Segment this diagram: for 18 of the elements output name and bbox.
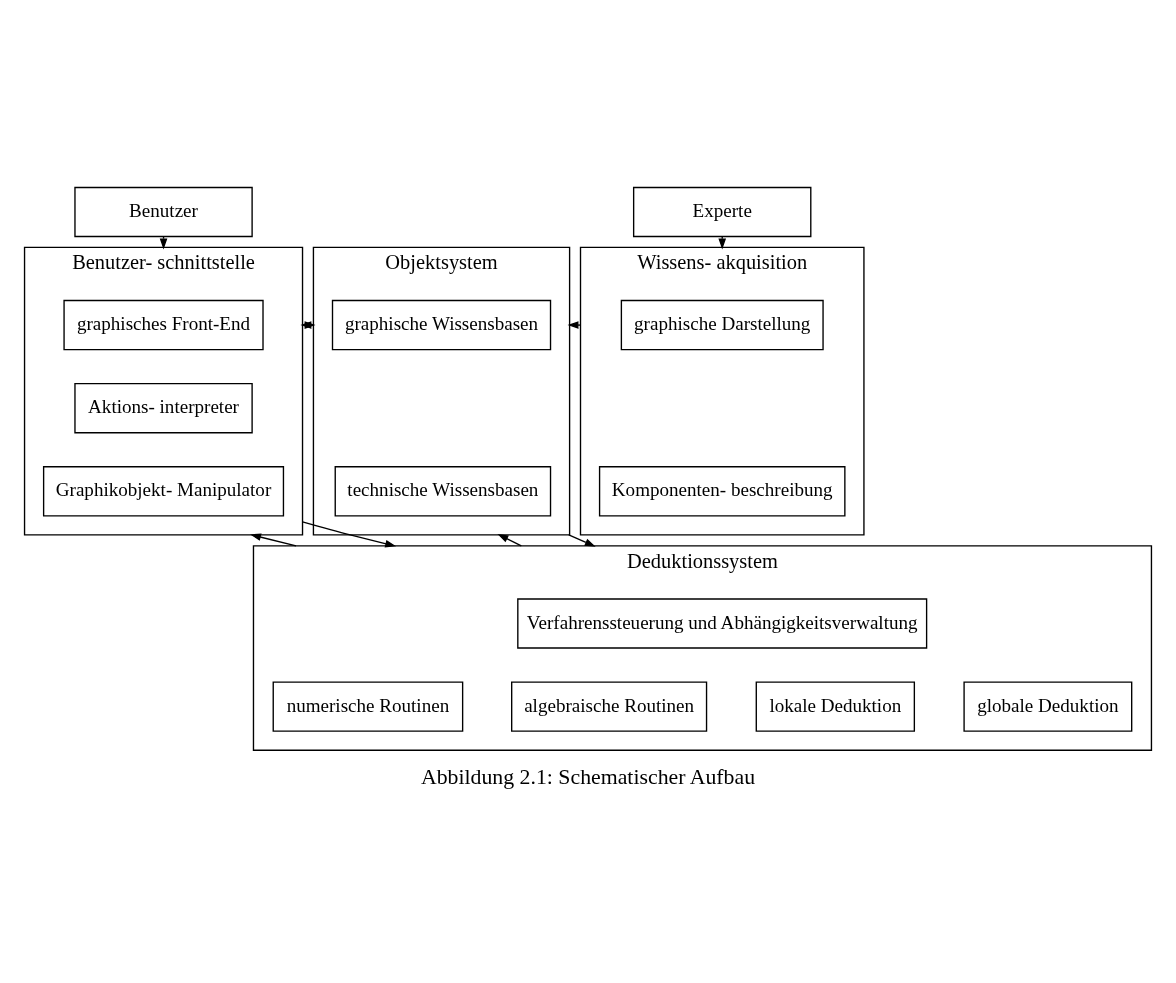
node-box: Komponenten- beschreibung — [598, 465, 846, 517]
arrow — [301, 520, 397, 547]
node-box: graphische Darstellung — [620, 299, 824, 350]
arrow — [567, 320, 582, 329]
node-box: Aktions- interpreter — [74, 382, 253, 433]
node-box: globale Deduktion — [963, 680, 1133, 732]
node-box: algebraische Routinen — [511, 680, 708, 732]
node-box: lokale Deduktion — [755, 680, 916, 732]
node-box: technische Wissensbasen — [334, 465, 552, 517]
node-box: Graphikobjekt- Manipulator — [42, 465, 285, 517]
caption: Abbildung 2.1: Schematischer Aufbau — [420, 764, 756, 789]
arrow — [250, 532, 297, 546]
node-box: graphisches Front-End — [63, 299, 264, 350]
arrow — [568, 533, 596, 547]
node-box: numerische Routinen — [272, 680, 464, 732]
node-box: graphische Wissensbasen — [331, 299, 552, 350]
node-box: Verfahrenssteuerung und Abhängigkeitsverwaltung — [517, 597, 928, 649]
arrow — [497, 533, 522, 546]
